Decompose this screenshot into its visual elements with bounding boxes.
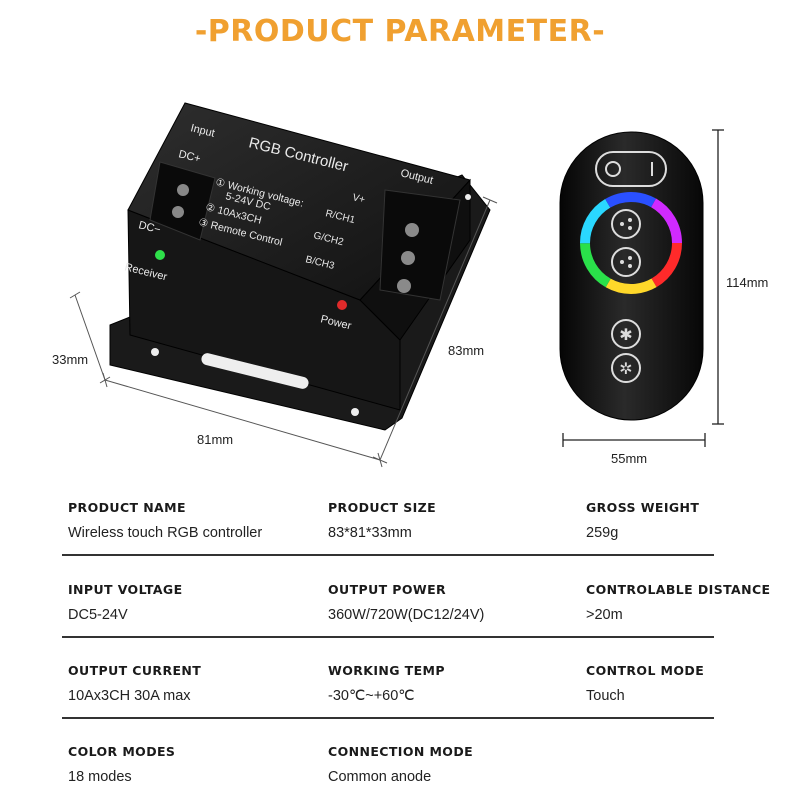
spec-value: 360W/720W(DC12/24V) (328, 607, 485, 623)
spec-label: GROSS WEIGHT (586, 500, 700, 515)
svg-text:✱: ✱ (619, 325, 632, 344)
spec-value: >20m (586, 607, 623, 623)
rgb-controller-device: Input DC+ RGB Controller Output ① Workin… (109, 102, 491, 431)
spec-cell: PRODUCT NAME Wireless touch RGB controll… (68, 500, 262, 542)
spec-cell: WORKING TEMP -30℃~+60℃ (328, 663, 445, 705)
spec-label: WORKING TEMP (328, 663, 445, 678)
dim-width-remote: 55mm (611, 451, 648, 466)
spec-cell: OUTPUT CURRENT 10Ax3CH 30A max (68, 663, 201, 705)
receiver-led (155, 250, 165, 260)
svg-text:✲: ✲ (619, 359, 632, 378)
output-terminal-block (379, 189, 461, 301)
power-led (337, 300, 347, 310)
spec-row: PRODUCT NAME Wireless touch RGB controll… (62, 500, 714, 556)
spec-cell: COLOR MODES 18 modes (68, 744, 175, 786)
spec-value: -30℃~+60℃ (328, 688, 415, 704)
spec-label: CONNECTION MODE (328, 744, 474, 759)
spec-cell: CONNECTION MODE Common anode (328, 744, 473, 786)
spec-row: COLOR MODES 18 modes CONNECTION MODE Com… (62, 744, 714, 800)
spec-row: INPUT VOLTAGE DC5-24V OUTPUT POWER 360W/… (62, 582, 770, 638)
remote-power-switch (595, 151, 667, 187)
mode-up-icon (611, 209, 641, 239)
spec-value: Common anode (328, 769, 432, 785)
remote-body (559, 131, 704, 421)
page-title: -PRODUCT PARAMETER- (194, 14, 606, 49)
dim-depth-controller: 83mm (448, 343, 485, 358)
spec-label: PRODUCT SIZE (328, 500, 437, 515)
spec-row: OUTPUT CURRENT 10Ax3CH 30A max WORKING T… (62, 663, 714, 719)
row-divider (62, 636, 714, 638)
label-dc-minus: DC− (137, 219, 162, 236)
product-figure: Input DC+ RGB Controller Output ① Workin… (69, 102, 724, 468)
row-divider (62, 717, 714, 719)
color-wheel (580, 192, 682, 294)
spec-value: Wireless touch RGB controller (68, 525, 263, 541)
spec-cell: CONTROLABLE DISTANCE >20m (586, 582, 771, 624)
input-terminal-block (149, 161, 216, 241)
dim-height-remote: 114mm (726, 275, 769, 290)
spec-label: COLOR MODES (68, 744, 176, 759)
spec-value: DC5-24V (68, 607, 128, 623)
mounting-slot (201, 353, 309, 389)
label-input: Input (189, 122, 216, 140)
label-vplus: V+ (351, 192, 366, 206)
spec-label: CONTROL MODE (586, 663, 705, 678)
spec-label: INPUT VOLTAGE (68, 582, 183, 597)
spec-cell: PRODUCT SIZE 83*81*33mm (328, 500, 436, 542)
spec-label: OUTPUT POWER (328, 582, 447, 597)
spec-cell: CONTROL MODE Touch (586, 663, 704, 705)
spec-label: PRODUCT NAME (68, 500, 186, 515)
row-divider (62, 554, 714, 556)
spec-value: 18 modes (68, 769, 132, 785)
spec-cell: GROSS WEIGHT 259g (586, 500, 699, 542)
brightness-up-icon (611, 319, 641, 349)
brightness-down-icon (611, 353, 641, 383)
touch-remote-device: ✱ ✲ (559, 131, 704, 421)
spec-value: 83*81*33mm (328, 525, 412, 541)
spec-value: Touch (586, 688, 625, 704)
spec-value: 259g (586, 525, 619, 541)
remote-dimension-lines (562, 129, 724, 447)
spec-value: 10Ax3CH 30A max (68, 688, 191, 704)
spec-cell: OUTPUT POWER 360W/720W(DC12/24V) (328, 582, 484, 624)
label-dc-plus: DC+ (177, 148, 202, 165)
dim-width-controller: 81mm (197, 432, 234, 447)
mode-down-icon (611, 247, 641, 277)
controller-dimension-lines (69, 196, 498, 468)
dim-height-controller: 33mm (52, 352, 89, 367)
spec-label: OUTPUT CURRENT (68, 663, 202, 678)
spec-cell: INPUT VOLTAGE DC5-24V (68, 582, 183, 624)
spec-label: CONTROLABLE DISTANCE (586, 582, 771, 597)
